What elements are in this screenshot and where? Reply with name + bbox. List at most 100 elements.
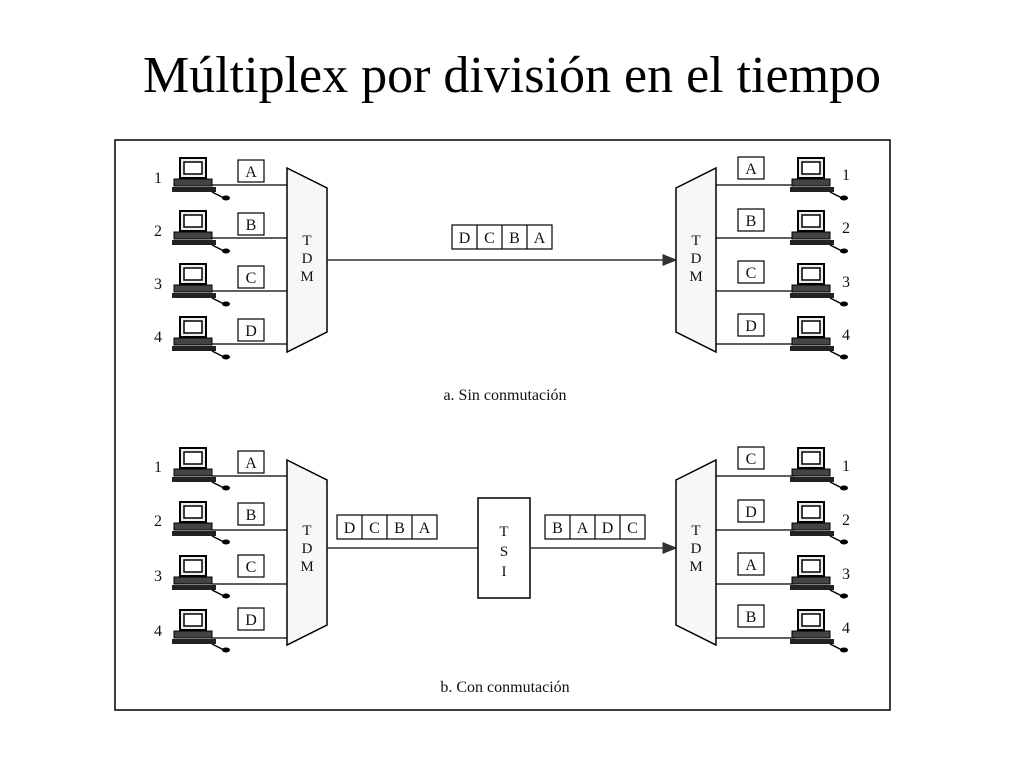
computer-icon: [789, 316, 849, 361]
computer-icon: [171, 555, 231, 600]
mux-label-letter: D: [691, 251, 702, 267]
slot-letter: B: [746, 609, 757, 626]
station-row: 3 C: [154, 554, 287, 600]
computer-icon: [171, 609, 231, 654]
station-row: 2 B: [154, 210, 287, 255]
computer-icon: [171, 157, 231, 202]
station-row: B 2: [716, 208, 850, 255]
station-number: 1: [842, 458, 850, 475]
computer-icon: [789, 555, 849, 600]
slot-letter: D: [245, 612, 257, 629]
station-number: 4: [154, 329, 162, 346]
frame-slot: A: [419, 520, 431, 537]
station-row: D 4: [716, 313, 850, 361]
station-row: C 3: [716, 260, 850, 308]
computer-icon: [171, 210, 231, 255]
station-row: A 3: [716, 552, 850, 600]
mux-label-letter: T: [302, 233, 311, 249]
computer-icon: [171, 316, 231, 361]
frame-slot: B: [394, 520, 405, 537]
mux-label-letter: M: [300, 559, 313, 575]
station-number: 4: [842, 327, 850, 344]
station-number: 3: [154, 276, 162, 293]
computer-icon: [171, 501, 231, 546]
computer-icon: [789, 210, 849, 255]
frame-slot: C: [484, 230, 495, 247]
right-stations: A 1 B 2 C 3 D: [716, 156, 850, 361]
left-stations: 1 A 2 B 3 C 4: [154, 447, 287, 654]
frame-slot: D: [602, 520, 614, 537]
slot-letter: D: [745, 318, 757, 335]
station-number: 1: [842, 167, 850, 184]
mux-label-letter: M: [689, 559, 702, 575]
slot-letter: C: [246, 270, 257, 287]
tdm-multiplexer: T D M: [286, 458, 328, 647]
computer-icon: [789, 609, 849, 654]
frame-slot: C: [627, 520, 638, 537]
mux-label-letter: T: [691, 523, 700, 539]
mux-label-letter: M: [300, 269, 313, 285]
computer-icon: [789, 157, 849, 202]
right-stations: C 1 D 2 A 3 B: [716, 446, 850, 654]
frame-slot: A: [577, 520, 589, 537]
frame-slot: A: [534, 230, 546, 247]
station-number: 2: [154, 223, 162, 240]
frame-slot: B: [552, 520, 563, 537]
station-number: 3: [842, 274, 850, 291]
station-number: 2: [842, 512, 850, 529]
panel-con-conmutacion: 1 A 2 B 3 C 4: [154, 446, 850, 696]
station-number: 2: [842, 220, 850, 237]
mux-label-letter: D: [302, 251, 313, 267]
left-stations: 1 A 2 B 3 C 4: [154, 157, 287, 361]
panel-sin-conmutacion: 1 A 2 B 3 C 4: [154, 156, 850, 404]
tdm-multiplexer: T D M: [286, 166, 328, 354]
slot-letter: D: [245, 323, 257, 340]
computer-icon: [789, 447, 849, 492]
station-row: 1 A: [154, 157, 287, 202]
station-number: 4: [154, 623, 162, 640]
tsi-label-letter: S: [500, 544, 508, 560]
slot-letter: D: [745, 504, 757, 521]
tsi-label-letter: I: [502, 564, 507, 580]
slot-letter: B: [246, 217, 257, 234]
slide-title: Múltiplex por división en el tiempo: [142, 47, 882, 104]
computer-icon: [171, 263, 231, 308]
station-number: 1: [154, 170, 162, 187]
computer-icon: [789, 263, 849, 308]
diagram-frame: [114, 139, 891, 711]
station-number: 3: [842, 566, 850, 583]
slot-letter: B: [246, 507, 257, 524]
frame-slot: D: [344, 520, 356, 537]
station-number: 4: [842, 620, 850, 637]
frame: D C B A: [451, 224, 553, 250]
panel-caption: b. Con conmutación: [440, 679, 569, 696]
slot-letter: B: [746, 213, 757, 230]
slot-letter: A: [245, 164, 257, 181]
station-row: 2 B: [154, 501, 287, 546]
panel-caption: a. Sin conmutación: [443, 387, 566, 404]
slot-letter: A: [245, 455, 257, 472]
frame-slot: C: [369, 520, 380, 537]
tsi-label-letter: T: [499, 524, 508, 540]
station-row: C 1: [716, 446, 850, 492]
station-number: 2: [154, 513, 162, 530]
tsi-switch: T S I: [477, 497, 531, 599]
slot-letter: A: [745, 557, 757, 574]
station-row: D 2: [716, 499, 850, 546]
frame-in: D C B A: [336, 514, 438, 540]
tdm-demultiplexer: T D M: [675, 166, 717, 354]
frame-slot: D: [459, 230, 471, 247]
frame-out: B A D C: [544, 514, 646, 540]
station-number: 1: [154, 459, 162, 476]
tdm-demultiplexer: T D M: [675, 458, 717, 647]
slot-letter: A: [745, 161, 757, 178]
frame-slot: B: [509, 230, 520, 247]
mux-label-letter: D: [302, 541, 313, 557]
mux-label-letter: D: [691, 541, 702, 557]
station-row: 4 D: [154, 316, 287, 361]
station-row: B 4: [716, 604, 850, 654]
station-row: 3 C: [154, 263, 287, 308]
computer-icon: [171, 447, 231, 492]
station-row: A 1: [716, 156, 850, 202]
